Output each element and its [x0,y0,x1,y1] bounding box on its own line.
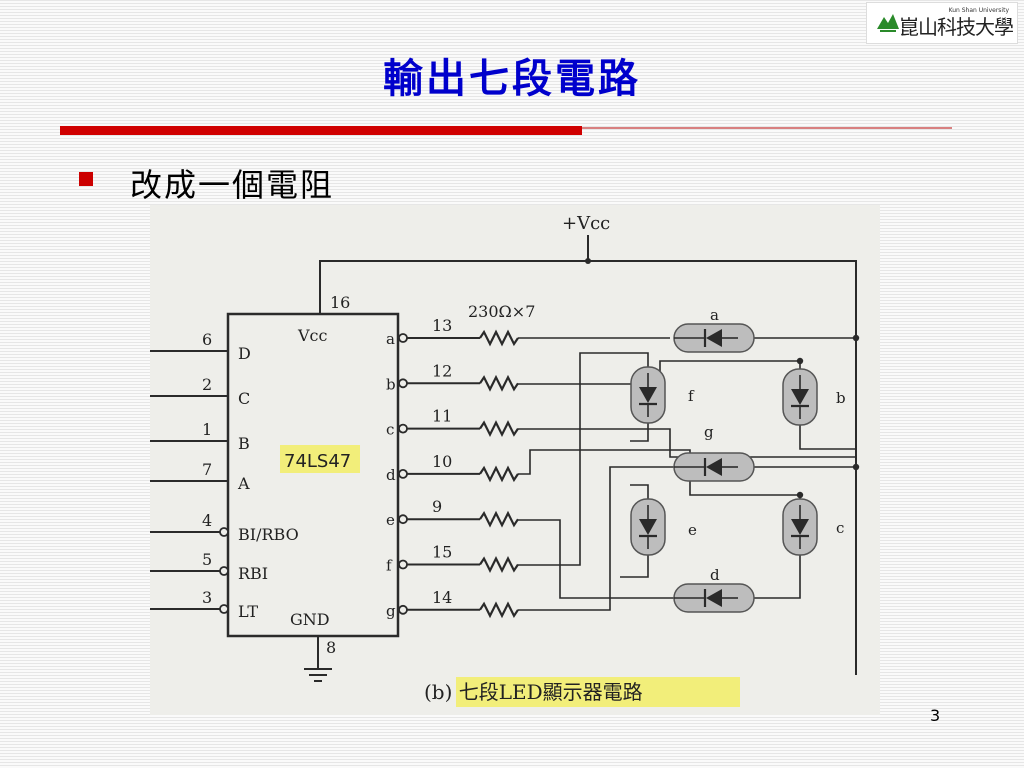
diode-icon [706,458,722,476]
output-pin-number: 13 [432,316,452,335]
resistor-label: 230Ω×7 [468,302,535,321]
led-segment-f: f [630,366,695,424]
output-pin-number: 11 [432,407,452,426]
logo-english-name: Kun Shan University [948,7,1009,14]
input-pin-name: BI/RBO [238,525,299,544]
output-pin-name: f [386,557,393,575]
output-bubble [398,604,408,615]
input-pin-name: B [238,434,250,453]
input-pin-number: 4 [202,511,212,530]
diode-icon [791,519,809,535]
output-bubble [398,378,408,389]
figure-background [150,205,880,715]
output-pin-name: e [386,511,395,529]
seven-segment-leds: a b c d e fg [630,306,846,613]
led-segment-label: b [836,389,846,407]
output-bubble [398,514,408,525]
active-low-bubble [219,527,229,537]
input-pin-number: 2 [202,375,212,394]
resistor-icon [479,420,519,438]
input-pin-number: 3 [202,588,212,607]
led-segment-label: d [710,566,720,584]
vcc-pin-number: 16 [330,293,350,312]
diode-icon [791,389,809,405]
output-pin-name: a [386,330,395,348]
active-low-bubble [219,604,229,614]
led-segment-label: f [688,387,695,405]
led-segment-d: d [673,566,755,613]
chip-label: 74LS47 [284,451,351,472]
input-pin-name: LT [238,602,258,621]
led-segment-g: g [673,423,755,482]
circuit-diagram: +Vcc 16 Vcc 74LS47 GND 8 6D 2C 1B 7A 4BI/RBO… [150,205,880,715]
diode-icon [706,589,722,607]
caption-highlight [456,677,740,707]
output-pin-number: 9 [432,497,442,516]
resistor-icon [479,601,519,619]
output-pins: a 13 b 12 c 11 d 10 e 9 f 15 g 14 [386,316,519,620]
output-bubble [398,423,408,434]
gnd-pin-number: 8 [326,638,336,657]
led-segment-c: c [782,498,844,556]
resistor-icon [479,556,519,573]
bullet-text: 改成一個電阻 [130,166,335,204]
resistor-icon [479,465,519,483]
resistor-icon [479,329,519,347]
ground-symbol-icon [304,668,332,682]
input-pin-number: 7 [202,460,212,479]
page-number: 3 [930,706,941,725]
output-pin-number: 12 [432,361,452,380]
display-wiring [518,337,856,611]
output-pin-number: 14 [432,588,452,607]
input-pin-number: 1 [202,420,212,439]
title-divider-red [60,126,582,135]
output-pin-number: 10 [432,452,452,471]
title-divider-thin [582,127,952,129]
input-pin-name: A [237,474,250,493]
resistor-icon [479,374,519,392]
chip-label-highlight [280,445,360,473]
gnd-pin-label: GND [290,610,330,629]
led-segment-label: a [710,306,719,324]
led-segment-label: g [704,423,714,441]
input-pin-name: RBI [238,564,268,583]
led-segment-b: b [782,368,846,426]
vcc-supply-label: +Vcc [562,213,610,234]
output-pin-name: d [386,466,396,484]
input-pin-number: 6 [202,330,212,349]
diode-icon [706,329,722,347]
led-segment-label: c [836,519,844,537]
logo-chinese-name: 崑山科技大學 [899,15,1014,39]
resistor-icon [479,510,519,528]
output-bubble [398,559,408,570]
output-pin-name: g [386,602,396,620]
input-pin-name: C [238,389,250,408]
mountain-logo-icon [877,14,899,32]
output-bubble [398,468,408,479]
vcc-pin-label: Vcc [297,326,328,345]
bullet-square-icon [79,172,93,186]
led-segment-e: e [630,498,697,556]
active-low-bubble [219,566,229,576]
input-pin-number: 5 [202,550,212,569]
ic-74ls47-body [226,312,400,638]
slide-title: 輸出七段電路 [383,55,641,102]
led-segment-a: a [673,306,755,353]
output-pin-name: c [386,421,394,439]
output-pin-number: 15 [432,543,452,562]
rail-junctions [796,334,860,499]
figure-caption: (b) 七段LED顯示器電路 [424,680,643,704]
input-pin-name: D [238,344,251,363]
university-logo: Kun Shan University 崑山科技大學 [866,2,1018,44]
diode-icon [639,519,657,535]
output-pin-name: b [386,375,396,393]
led-segment-label: e [688,521,697,539]
output-bubble [398,333,408,343]
diode-icon [639,387,657,403]
